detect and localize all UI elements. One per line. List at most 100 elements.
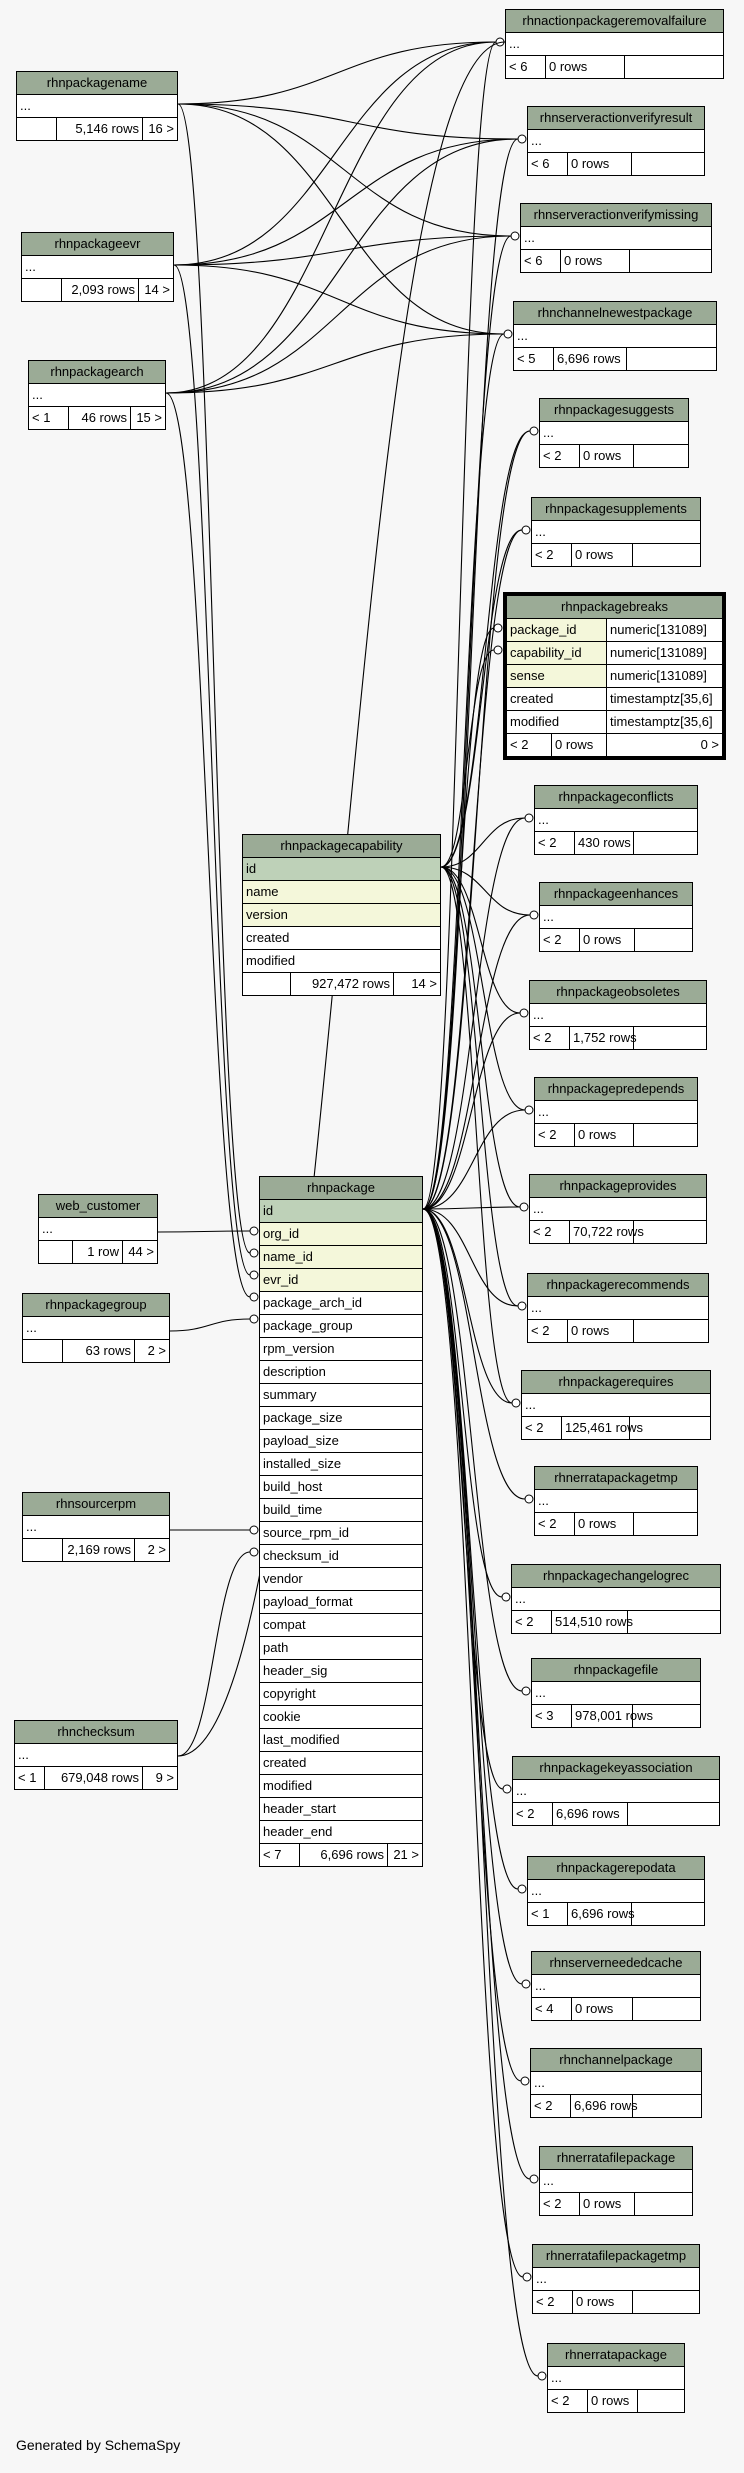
table-header: rhnpackagepredepends: [535, 1078, 697, 1101]
ellipsis-row: ...: [23, 1317, 169, 1340]
column-package_size: package_size: [260, 1407, 422, 1430]
table-header: rhnchannelpackage: [531, 2049, 701, 2072]
ellipsis-row: ...: [535, 1101, 697, 1124]
relationship-line: [165, 138, 519, 394]
ellipsis-row: ...: [540, 2170, 692, 2193]
row-count: 0 rows: [572, 1998, 633, 2020]
parents-count: < 2: [512, 1611, 552, 1633]
parents-count: < 2: [530, 1027, 570, 1049]
children-count: 44 >: [128, 1244, 154, 1259]
ellipsis-row: ...: [15, 1744, 177, 1767]
table-rhnpackagecapability[interactable]: rhnpackagecapability id name version cre…: [242, 834, 441, 996]
ellipsis-row: ...: [532, 1975, 700, 1998]
relationship-line: [440, 866, 521, 1208]
parents-count: < 6: [528, 153, 568, 175]
table-header: rhnactionpackageremovalfailure: [506, 10, 723, 33]
optional-marker: [524, 1105, 534, 1115]
parents-count: < 2: [535, 1513, 575, 1535]
ellipsis-row: ...: [522, 1394, 710, 1417]
children-count: [628, 1803, 719, 1825]
ellipsis-row: ...: [39, 1218, 157, 1241]
parents-count: [23, 1539, 63, 1561]
children-count: [633, 544, 700, 566]
row-count: 70,722 rows: [570, 1221, 644, 1243]
parents-count: < 2: [531, 2095, 571, 2117]
optional-marker: [529, 426, 539, 436]
parents-count: < 5: [514, 348, 554, 370]
column-created: created: [243, 927, 440, 950]
row-count: 0 rows: [572, 544, 633, 566]
relationship-line: [422, 1206, 521, 1210]
table-rhnpackagegroup[interactable]: rhnpackagegroup ... 63 rows 2 >: [22, 1293, 170, 1363]
table-header: rhnpackagekeyassociation: [513, 1757, 719, 1780]
column-copyright: copyright: [260, 1683, 422, 1706]
table-rhnpackagearch[interactable]: rhnpackagearch ... < 1 46 rows 15 >: [28, 360, 166, 430]
row-count: 0 rows: [580, 929, 635, 951]
children-count: [630, 1417, 710, 1439]
optional-marker: [519, 1202, 529, 1212]
table-web_customer[interactable]: web_customer ... 1 row 44 >: [38, 1194, 158, 1264]
column-header_end: header_end: [260, 1821, 422, 1844]
column-checksum_id: checksum_id: [260, 1545, 422, 1568]
table-rhnpackagename[interactable]: rhnpackagename ... 5,146 rows 16 >: [16, 71, 178, 141]
ellipsis-row: ...: [17, 95, 177, 118]
parents-count: < 1: [15, 1767, 45, 1789]
table-header: rhnpackageconflicts: [535, 786, 697, 809]
relationship-line: [173, 264, 505, 335]
row-count: 2,169 rows: [63, 1539, 135, 1561]
optional-marker: [503, 329, 513, 339]
children-count: [635, 929, 692, 951]
ellipsis-row: ...: [531, 2072, 701, 2095]
relationship-line: [422, 1208, 524, 2278]
optional-marker: [524, 1494, 534, 1504]
children-count: [625, 56, 723, 78]
table-rhnpackageevr[interactable]: rhnpackageevr ... 2,093 rows 14 >: [21, 232, 174, 302]
column-package_group: package_group: [260, 1315, 422, 1338]
table-rhnchecksum[interactable]: rhnchecksum ... < 1 679,048 rows 9 >: [14, 1720, 178, 1790]
relationship-line: [173, 264, 251, 1276]
relationship-line: [173, 138, 519, 266]
row-count: 0 rows: [573, 2291, 633, 2313]
column-cookie: cookie: [260, 1706, 422, 1729]
table-header: rhnerratafilepackagetmp: [533, 2245, 699, 2268]
row-count: 0 rows: [568, 1320, 634, 1342]
children-count: 0 >: [700, 737, 719, 752]
column-compat: compat: [260, 1614, 422, 1637]
optional-marker: [249, 1292, 259, 1302]
ellipsis-row: ...: [512, 1588, 720, 1611]
table-rhnsourcerpm[interactable]: rhnsourcerpm ... 2,169 rows 2 >: [22, 1492, 170, 1562]
children-count: 15 >: [136, 410, 162, 425]
ellipsis-row: ...: [514, 325, 716, 348]
